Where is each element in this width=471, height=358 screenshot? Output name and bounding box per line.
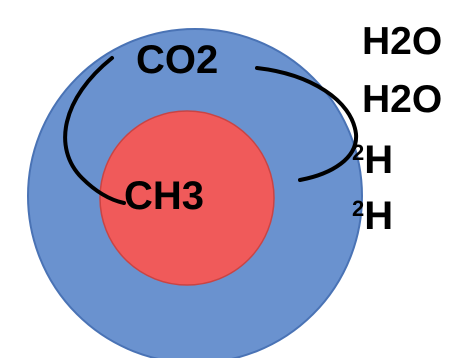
side-label-1: H2O [362,20,443,63]
right-arc-connector [255,66,359,182]
side-label-4: 2H [352,194,394,238]
side-label-2: H2O [362,78,443,121]
left-arc-connector [63,56,126,205]
inner-circle-label: CH3 [124,174,205,218]
outer-circle-label: CO2 [136,38,219,82]
inner-circle [99,110,275,286]
side-label-3: 2H [352,138,394,182]
